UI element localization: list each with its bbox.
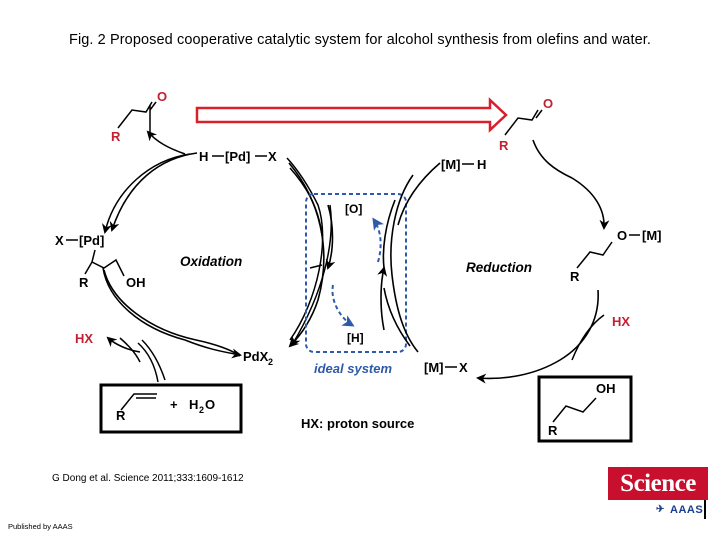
ideal-system-box: [O] [H] ideal system [305, 193, 407, 376]
aldehyde-right: O R [499, 96, 553, 153]
pd-hydride-x: X [268, 149, 277, 164]
m-alkoxide-o: O [617, 228, 627, 243]
pd-hydride-pd: [Pd] [225, 149, 250, 164]
citation: G Dong et al. Science 2011;333:1609-1612 [52, 473, 244, 484]
aldehyde-left-o: O [157, 89, 167, 104]
logo-divider [704, 500, 706, 519]
proton-source-note: HX: proton source [301, 416, 414, 431]
pd-hydride-species: H [Pd] X [199, 149, 277, 164]
pd-alkyl-oh: OH [126, 275, 146, 290]
m-x-species: [M] X [424, 360, 468, 375]
m-x-x: X [459, 360, 468, 375]
m-hydride-m: [M] [441, 157, 461, 172]
hx-right: HX [612, 314, 630, 329]
start-r: R [116, 408, 126, 423]
m-alkoxide-m: [M] [642, 228, 662, 243]
aldehyde-right-o: O [543, 96, 553, 111]
pdx2-species: PdX 2 [243, 349, 273, 367]
pd-alkyl-x: X [55, 233, 64, 248]
aldehyde-right-r: R [499, 138, 509, 153]
aaas-mark-icon: ✈ [656, 504, 665, 515]
pdx2-text: PdX [243, 349, 269, 364]
aldehyde-left: O R [111, 89, 167, 144]
water-o: O [205, 397, 215, 412]
published-by: Published by AAAS [8, 522, 73, 531]
m-alkoxide-r: R [570, 269, 580, 284]
aldehyde-left-r: R [111, 129, 121, 144]
hydride-h: [H] [347, 331, 364, 345]
m-x-m: [M] [424, 360, 444, 375]
reduction-cycle-arrows [390, 139, 610, 384]
pd-alkyl-pd: [Pd] [79, 233, 104, 248]
figure-title: Fig. 2 Proposed cooperative catalytic sy… [68, 32, 652, 48]
science-logo: Science ✈ AAAS [608, 467, 708, 519]
oxidation-cycle-arrows [103, 152, 325, 357]
aaas-text: AAAS [670, 504, 704, 516]
pd-alkyl-r: R [79, 275, 89, 290]
oxidation-label: Oxidation [180, 254, 242, 269]
start-plus: + [170, 397, 178, 412]
water-h: H [189, 397, 198, 412]
hx-right-line [571, 314, 605, 361]
m-hydride-species: [M] H [441, 157, 486, 172]
start-materials-box: R + H 2 O [99, 383, 243, 434]
product-r: R [548, 423, 558, 438]
product-oh: OH [596, 381, 616, 396]
hx-left: HX [75, 331, 93, 346]
product-box: OH R [537, 375, 633, 443]
m-alkoxide-species: O [M] R [570, 228, 662, 284]
blue-arrow-up [372, 217, 384, 263]
blue-arrow-down [331, 284, 355, 327]
water-subscript: 2 [199, 405, 204, 415]
pd-hydride-h: H [199, 149, 208, 164]
ideal-system-label: ideal system [314, 361, 392, 376]
m-hydride-h: H [477, 157, 486, 172]
center-exchange-arrows [325, 199, 411, 347]
olefin-entry-line [137, 342, 159, 383]
oxidant-o: [O] [345, 202, 362, 216]
hx-left-arrow [106, 336, 141, 353]
science-logo-text: Science [608, 467, 708, 500]
overall-transformation-arrow [195, 97, 508, 133]
pdx2-subscript: 2 [268, 357, 273, 367]
pd-alkyl-species: X [Pd] R OH [55, 233, 146, 290]
reduction-label: Reduction [466, 260, 532, 275]
